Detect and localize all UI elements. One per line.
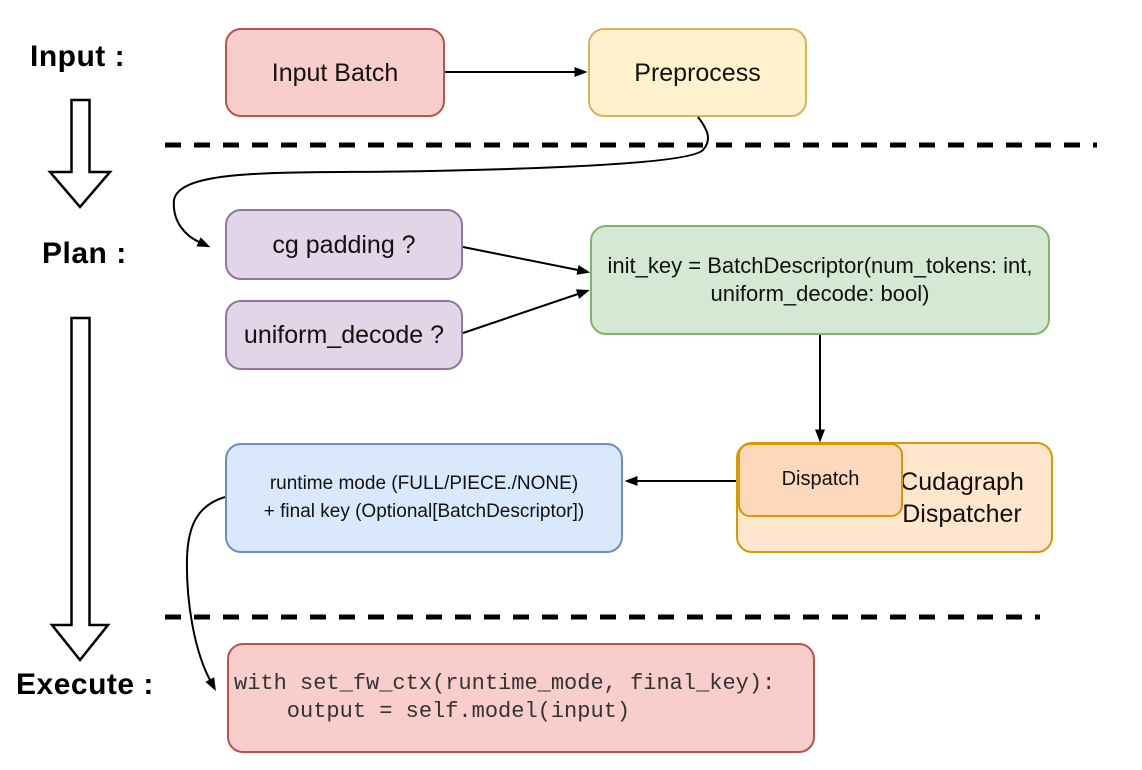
node-dispatch-label: Dispatch	[781, 468, 860, 491]
block-arrow-plan-to-execute	[49, 316, 111, 663]
arrow-uniform-decode-to-init-key	[462, 289, 590, 334]
node-runtime-line1: runtime mode (FULL/PIECE./NONE)	[269, 472, 579, 494]
node-uniform-decode: uniform_decode ?	[225, 300, 463, 370]
block-arrow-input-to-plan	[47, 98, 113, 209]
node-init-key: init_key = BatchDescriptor(num_tokens: i…	[590, 225, 1050, 335]
node-uniform-decode-label: uniform_decode ?	[243, 321, 445, 349]
node-cudagraph-dispatcher-label: Cudagraph Dispatcher	[887, 466, 1037, 530]
node-cudagraph-line1: Cudagraph	[900, 467, 1024, 496]
section-label-execute: Execute :	[16, 668, 154, 701]
node-init-key-line2: uniform_decode: bool)	[710, 281, 930, 306]
node-input-batch: Input Batch	[225, 28, 445, 117]
node-cg-padding-label: cg padding ?	[272, 230, 416, 259]
section-label-input: Input :	[30, 40, 126, 73]
node-preprocess: Preprocess	[588, 28, 807, 117]
node-runtime-mode: runtime mode (FULL/PIECE./NONE) + final …	[225, 443, 623, 553]
node-cudagraph-line2: Dispatcher	[902, 499, 1022, 528]
arrow-cg-padding-to-init-key	[462, 246, 591, 275]
node-input-batch-label: Input Batch	[271, 58, 399, 87]
node-cg-padding: cg padding ?	[225, 209, 463, 280]
node-execute-code: with set_fw_ctx(runtime_mode, final_key)…	[227, 643, 815, 753]
node-dispatch: Dispatch	[738, 443, 903, 517]
node-preprocess-label: Preprocess	[634, 58, 761, 87]
section-label-plan: Plan :	[42, 237, 127, 270]
execute-code-line2: output = self.model(input)	[234, 699, 631, 724]
arrow-runtime-mode-to-execute-code	[185, 496, 226, 692]
node-init-key-line1: init_key = BatchDescriptor(num_tokens: i…	[607, 252, 1033, 278]
execute-code-line1: with set_fw_ctx(runtime_mode, final_key)…	[234, 671, 776, 696]
node-runtime-line2: + final key (Optional[BatchDescriptor])	[263, 501, 585, 522]
